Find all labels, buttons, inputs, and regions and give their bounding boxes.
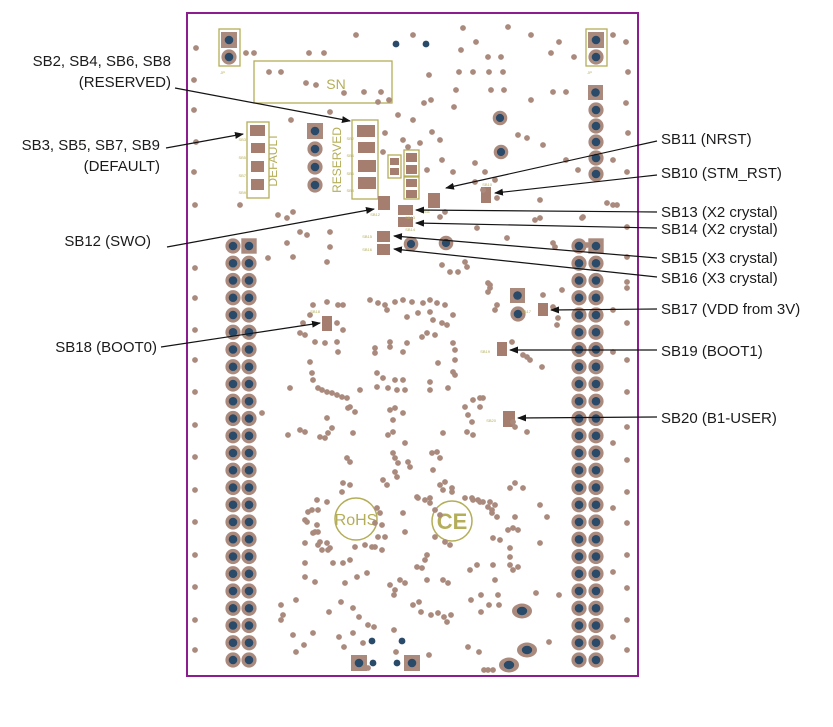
- callout-sb11-nrst: SB11 (NRST): [661, 131, 752, 148]
- callout-sb16-x3-crystal: SB16 (X3 crystal): [661, 270, 778, 287]
- svg-text:SB18: SB18: [310, 309, 321, 314]
- callout-sb19-boot1: SB19 (BOOT1): [661, 343, 763, 360]
- callout-sb15-x3-crystal: SB15 (X3 crystal): [661, 250, 778, 267]
- svg-text:SB5: SB5: [238, 155, 246, 160]
- svg-text:SB4: SB4: [346, 153, 354, 158]
- svg-text:SB16: SB16: [362, 247, 373, 252]
- svg-text:RESERVED: RESERVED: [330, 127, 344, 193]
- svg-text:JP: JP: [220, 70, 225, 75]
- callout-sb13-x2-crystal: SB13 (X2 crystal): [661, 204, 778, 221]
- callout-sb17-vdd-from-3v: SB17 (VDD from 3V): [661, 301, 801, 318]
- svg-text:SB8: SB8: [346, 188, 354, 193]
- svg-text:SB14: SB14: [405, 227, 416, 232]
- svg-text:SB6: SB6: [346, 171, 354, 176]
- svg-text:SB20: SB20: [486, 418, 497, 423]
- svg-text:SB11: SB11: [421, 209, 431, 214]
- svg-text:SB10: SB10: [482, 182, 493, 187]
- svg-text:SB2: SB2: [346, 136, 354, 141]
- svg-text:SB17: SB17: [521, 309, 532, 314]
- svg-text:DEFAULT: DEFAULT: [266, 133, 280, 187]
- callout-sb20-b1-user: SB20 (B1-USER): [661, 410, 777, 427]
- svg-text:RoHS: RoHS: [335, 512, 378, 529]
- svg-text:SB19: SB19: [480, 349, 491, 354]
- svg-text:SN: SN: [326, 76, 345, 92]
- svg-text:SB13: SB13: [405, 215, 416, 220]
- svg-text:SB12: SB12: [370, 212, 381, 217]
- callout-sb2-sb4-sb6-sb8-reserved: SB2, SB4, SB6, SB8 (RESERVED): [32, 53, 171, 91]
- callout-sb14-x2-crystal: SB14 (X2 crystal): [661, 221, 778, 238]
- svg-text:SB7: SB7: [238, 173, 246, 178]
- svg-text:SB3: SB3: [238, 137, 246, 142]
- callout-sb10-stm-rst: SB10 (STM_RST): [661, 165, 782, 182]
- svg-text:SB9: SB9: [238, 190, 246, 195]
- callout-sb18-boot0: SB18 (BOOT0): [55, 339, 157, 356]
- callout-sb12-swo: SB12 (SWO): [64, 233, 151, 250]
- svg-text:JP: JP: [587, 70, 592, 75]
- svg-text:SB15: SB15: [362, 234, 373, 239]
- callout-sb3-sb5-sb7-sb9-default: SB3, SB5, SB7, SB9 (DEFAULT): [21, 137, 160, 175]
